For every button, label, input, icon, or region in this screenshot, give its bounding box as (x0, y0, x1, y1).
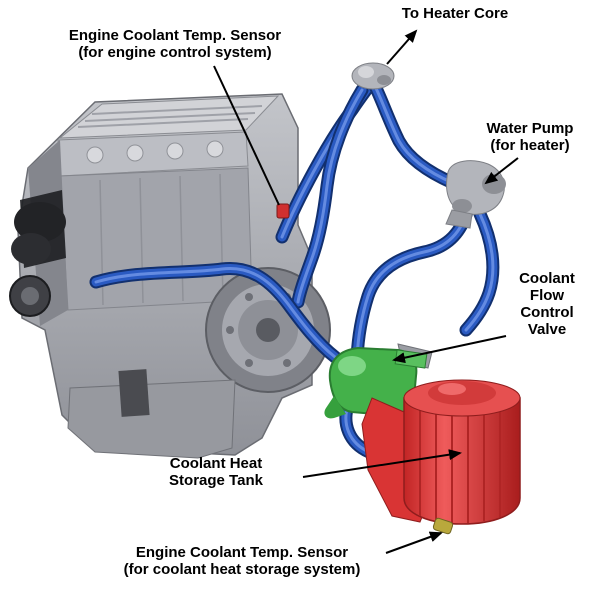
label-line: Valve (527, 321, 567, 338)
head-port (206, 140, 224, 158)
tank-body (403, 397, 521, 525)
coolant-hose (466, 214, 493, 330)
heater-core-fitting (351, 62, 395, 90)
label-ect-engine-sensor: Engine Coolant Temp. Sensor (for engine … (35, 27, 315, 61)
label-line: (for coolant heat storage system) (123, 561, 361, 578)
intake-runner (14, 202, 66, 242)
valve-lower-arm (324, 396, 346, 419)
label-line: Water Pump (486, 120, 574, 137)
valve-port (338, 356, 366, 376)
coolant-hose (357, 208, 468, 358)
label-line: (for heater) (490, 137, 570, 154)
label-flow-control-valve: Coolant Flow Control Valve (497, 270, 597, 338)
label-line: Engine Coolant Temp. Sensor (135, 544, 349, 561)
crank-pulley-hub (21, 287, 39, 305)
coolant-hose (374, 84, 453, 183)
flywheel-bolt (245, 359, 253, 367)
label-heater-core: To Heater Core (375, 5, 535, 22)
label-water-pump: Water Pump (for heater) (462, 120, 598, 154)
arrow-heater-core (386, 29, 418, 65)
label-line: Coolant (519, 270, 575, 287)
oil-pan (67, 379, 236, 459)
flywheel-bolt (226, 326, 234, 334)
label-line: To Heater Core (401, 5, 509, 22)
engine-coolant-temp-sensor-engine (276, 203, 290, 219)
label-ect-storage-sensor: Engine Coolant Temp. Sensor (for coolant… (97, 544, 387, 578)
arrow-ect-storage (385, 531, 443, 554)
label-line: Engine Coolant Temp. Sensor (68, 27, 282, 44)
label-line: Storage Tank (169, 472, 263, 489)
label-storage-tank: Coolant Heat Storage Tank (146, 455, 286, 489)
flywheel-bolt (245, 293, 253, 301)
intake-runner (11, 233, 51, 265)
label-line: Control (520, 304, 574, 321)
label-line: Flow (529, 287, 565, 304)
flywheel-hub (256, 318, 280, 342)
engine-bracket (118, 369, 150, 417)
block-ridges (99, 173, 224, 306)
flywheel-bolt (283, 359, 291, 367)
leader-lines (213, 29, 519, 554)
label-line: Coolant Heat (169, 455, 263, 472)
tank-dome-highlight (438, 383, 466, 395)
arrow-storage-tank (302, 449, 462, 478)
head-port (166, 142, 184, 160)
arrow-water-pump (484, 157, 519, 185)
head-port (86, 146, 104, 164)
arrow-flow-valve (392, 335, 507, 364)
coolant-heat-storage-tank (361, 379, 521, 535)
label-line: (for engine control system) (78, 44, 272, 61)
leader-ect-engine (213, 65, 280, 206)
head-port (126, 144, 144, 162)
